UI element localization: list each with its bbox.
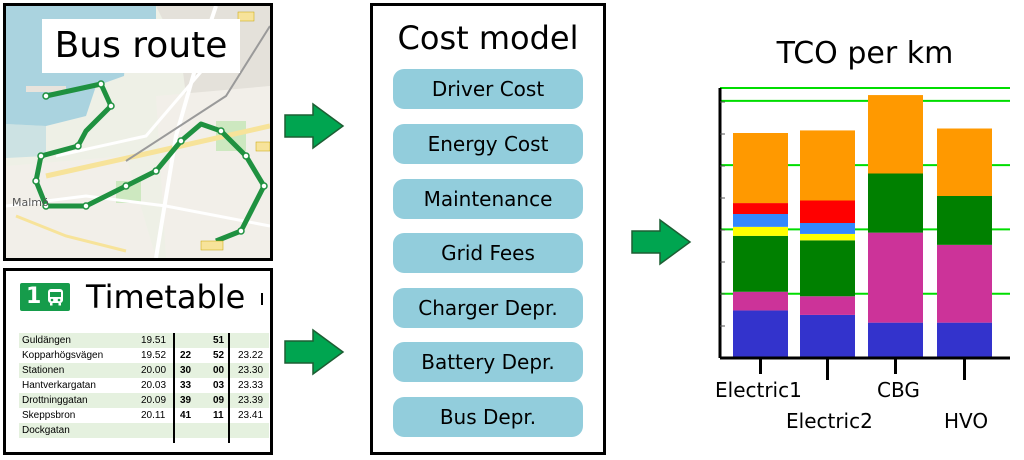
departure-time: 11 bbox=[213, 410, 224, 421]
stop-name: Hantverkargatan bbox=[22, 380, 96, 391]
bar-segment bbox=[800, 233, 855, 241]
departure-time: 20.00 bbox=[141, 365, 167, 376]
bar-segment bbox=[800, 240, 855, 297]
bar-segment bbox=[733, 310, 788, 358]
map-city-label: Malmö bbox=[12, 196, 49, 209]
line-badge: 1 bbox=[20, 283, 70, 311]
cost-item-driver: Driver Cost bbox=[393, 69, 583, 109]
timetable-title: Timetable bbox=[86, 278, 246, 316]
departure-time: 30 bbox=[180, 365, 192, 376]
stop-name: Stationen bbox=[22, 365, 65, 376]
bar-segment bbox=[800, 296, 855, 315]
bar-segment bbox=[937, 244, 992, 323]
column-divider bbox=[173, 333, 175, 443]
table-row: Drottninggatan 20.09 39 09 23.39 bbox=[19, 393, 269, 408]
departure-time: 20.03 bbox=[141, 380, 167, 391]
arrow-right-icon bbox=[631, 218, 692, 266]
stop-name: Guldängen bbox=[22, 335, 71, 346]
chart-title: TCO per km bbox=[776, 36, 954, 71]
bar-segment bbox=[733, 235, 788, 292]
departure-time: 23.41 bbox=[238, 410, 264, 421]
cost-item-grid-fees: Grid Fees bbox=[393, 233, 583, 273]
bar-segment bbox=[733, 203, 788, 214]
cost-item-maintenance: Maintenance bbox=[393, 179, 583, 219]
bar-segment bbox=[937, 322, 992, 358]
stop-name: Skeppsbron bbox=[22, 410, 76, 421]
bar-segment bbox=[800, 200, 855, 223]
arrow-right-icon bbox=[284, 328, 345, 376]
departure-time: 51 bbox=[213, 335, 225, 346]
bus-route-panel: Bus route Malmö bbox=[3, 3, 273, 261]
departure-time: 03 bbox=[213, 380, 225, 391]
departure-time: 09 bbox=[213, 395, 225, 406]
x-tick-label: Electric2 bbox=[786, 409, 873, 433]
departure-time: 22 bbox=[180, 350, 192, 361]
cost-item-charger-depr: Charger Depr. bbox=[393, 288, 583, 328]
departure-time: 23.39 bbox=[238, 395, 264, 406]
cost-item-energy: Energy Cost bbox=[393, 124, 583, 164]
x-tick-label: CBG bbox=[877, 378, 920, 402]
departure-time: 19.51 bbox=[141, 335, 167, 346]
x-tick-label: Electric1 bbox=[715, 378, 802, 402]
bar-segment bbox=[800, 314, 855, 358]
arrow-right-icon bbox=[284, 102, 345, 150]
departure-time: 20.09 bbox=[141, 395, 167, 406]
table-row: Hantverkargatan 20.03 33 03 23.33 bbox=[19, 378, 269, 393]
cost-model-title: Cost model bbox=[397, 19, 579, 57]
departure-time: 23.22 bbox=[238, 350, 264, 361]
bar-segment bbox=[733, 226, 788, 236]
stop-name: Kopparhögsvägen bbox=[22, 350, 104, 361]
stop-name: Drottninggatan bbox=[22, 395, 88, 406]
bar-segment bbox=[733, 214, 788, 227]
bar-segment bbox=[800, 130, 855, 201]
departure-time: 23.33 bbox=[238, 380, 264, 391]
bar-segment bbox=[868, 173, 923, 233]
bar-segment bbox=[868, 95, 923, 174]
table-row: Skeppsbron 20.11 41 11 23.41 bbox=[19, 408, 269, 423]
tco-chart bbox=[718, 87, 1010, 380]
cost-item-battery-depr: Battery Depr. bbox=[393, 342, 583, 382]
bar-segment bbox=[937, 128, 992, 196]
stop-name: Dockgatan bbox=[22, 425, 70, 436]
table-row: Stationen 20.00 30 00 23.30 bbox=[19, 363, 269, 378]
bus-icon bbox=[48, 289, 63, 306]
bar-segment bbox=[733, 291, 788, 311]
departure-time: 33 bbox=[180, 380, 192, 391]
departure-time: 23.30 bbox=[238, 365, 264, 376]
departure-time: 52 bbox=[213, 350, 225, 361]
line-number: 1 bbox=[26, 284, 42, 309]
departure-time: 20.11 bbox=[141, 410, 166, 421]
table-row: Guldängen 19.51 51 bbox=[19, 333, 269, 348]
x-tick-label: HVO bbox=[944, 409, 989, 433]
bus-route-title: Bus route bbox=[42, 19, 240, 73]
bar-segment bbox=[868, 322, 923, 358]
bar-segment bbox=[868, 232, 923, 323]
departure-time: 39 bbox=[180, 395, 192, 406]
cost-item-bus-depr: Bus Depr. bbox=[393, 397, 583, 437]
bar-segment bbox=[800, 223, 855, 234]
departure-time: 41 bbox=[180, 410, 192, 421]
departure-time: 19.52 bbox=[141, 350, 167, 361]
column-divider bbox=[228, 333, 230, 443]
bar-segment bbox=[937, 196, 992, 245]
cost-model-panel: Cost model Driver Cost Energy Cost Maint… bbox=[370, 3, 606, 455]
bar-segment bbox=[733, 133, 788, 204]
table-row: Kopparhögsvägen 19.52 22 52 23.22 bbox=[19, 348, 269, 363]
title-divider bbox=[261, 293, 263, 305]
departure-time: 00 bbox=[213, 365, 225, 376]
table-row: Dockgatan bbox=[19, 423, 269, 438]
